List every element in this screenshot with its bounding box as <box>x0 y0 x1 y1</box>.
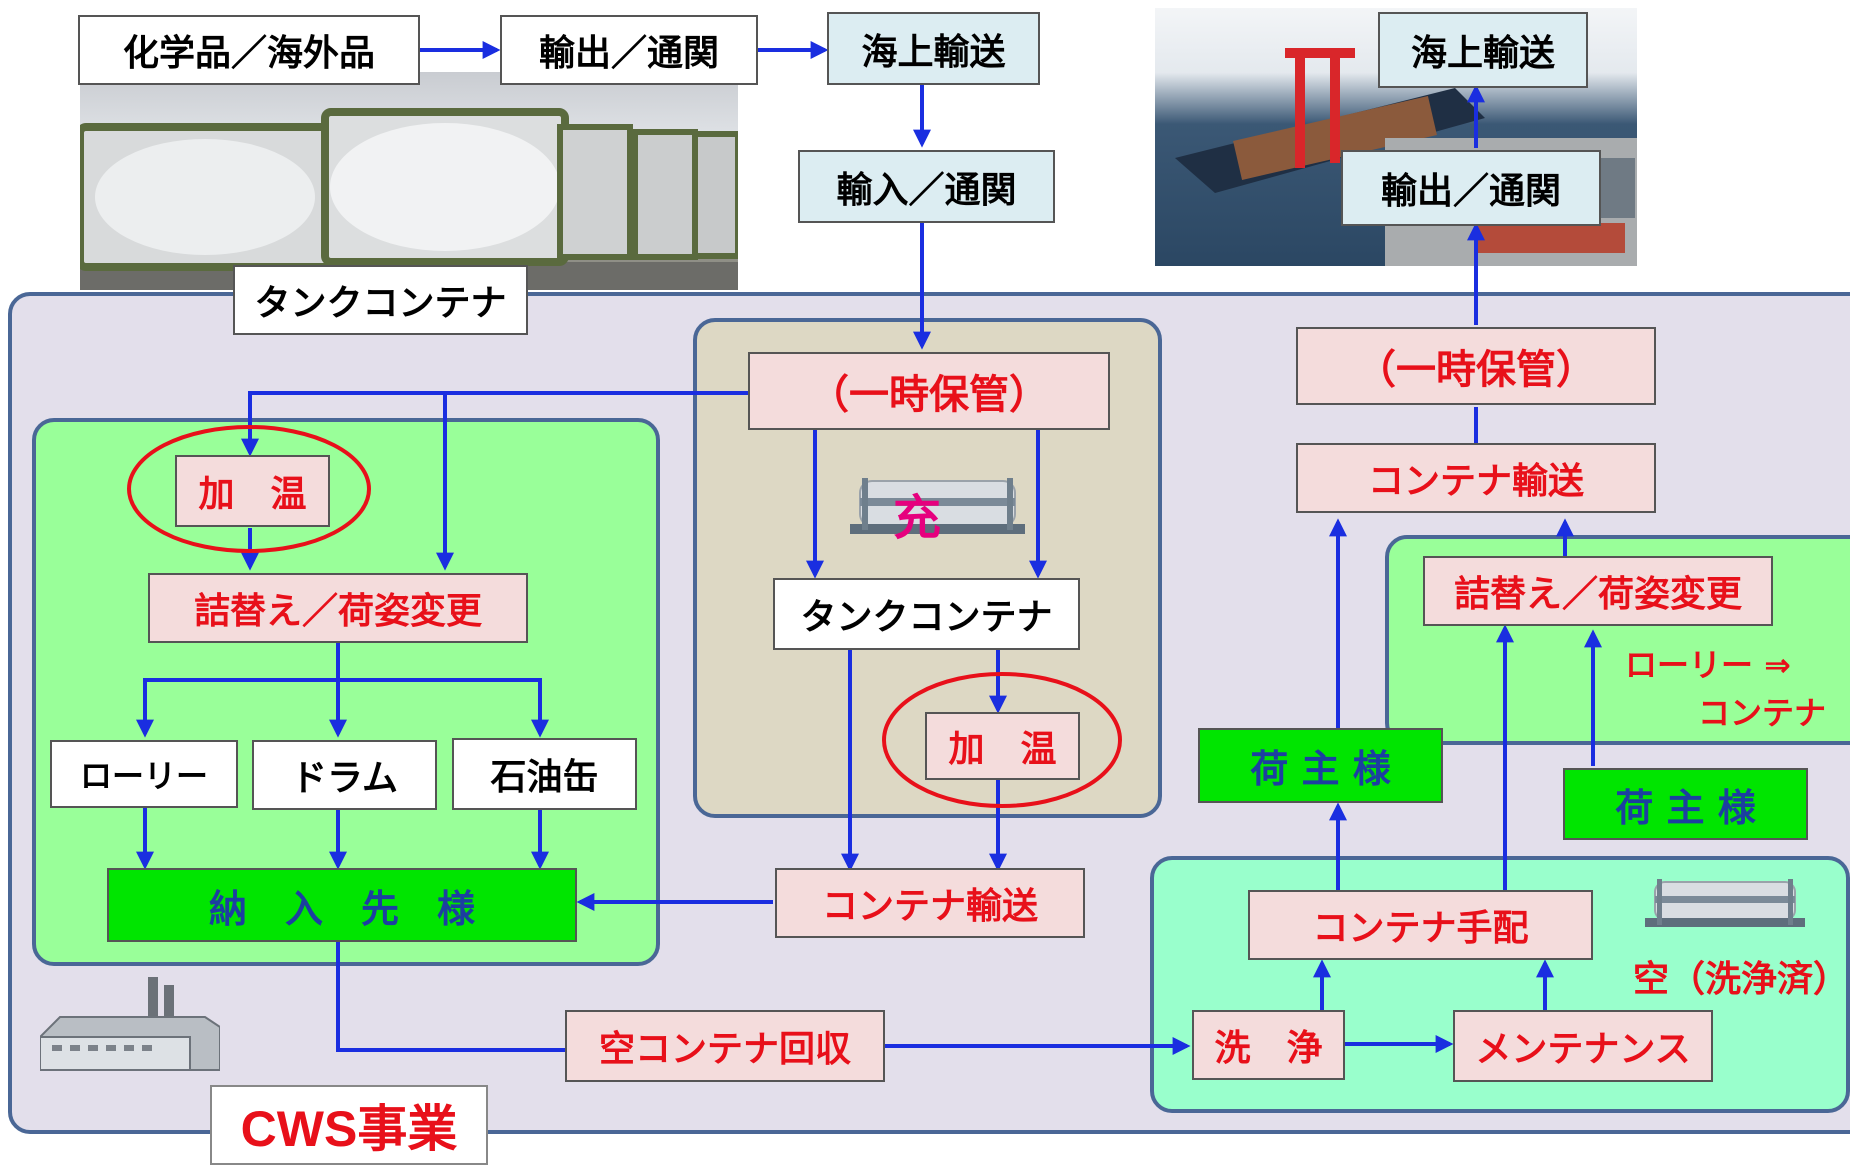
delivery-destination-box: 納 入 先 様 <box>107 868 577 942</box>
lorry-label: ローリー <box>79 757 208 795</box>
lorry-to-container-line1: ローリー ⇒ <box>1625 646 1791 684</box>
repack-shipper-label: 詰替え／荷姿変更 <box>1453 574 1742 615</box>
lorry-to-container-line2: コンテナ <box>1698 694 1827 732</box>
repack-customer-box: 詰替え／荷姿変更 <box>148 573 528 643</box>
container-transport-import-label: コンテナ輸送 <box>821 886 1038 927</box>
wash-box: 洗 浄 <box>1192 1010 1345 1080</box>
empty-cleaned-label: 空（洗浄済） <box>1633 959 1850 1000</box>
tank-container-icon <box>850 478 1025 534</box>
heating-storage-label: 加 温 <box>948 729 1057 770</box>
shipper-left-box: 荷 主 様 <box>1198 728 1443 803</box>
cws-business-label: CWS事業 <box>240 1101 458 1157</box>
container-transport-export-label: コンテナ輸送 <box>1367 461 1584 502</box>
sea-transport-export-box: 海上輸送 <box>1378 12 1588 88</box>
heating-highlight-left <box>127 425 371 553</box>
chemicals-overseas-label: 化学品／海外品 <box>122 33 375 74</box>
temp-storage-export-box: （一時保管） <box>1296 327 1656 405</box>
sea-transport-export-label: 海上輸送 <box>1410 33 1555 74</box>
heating-customer-box: 加 温 <box>175 455 330 527</box>
oil-can-box: 石油缶 <box>452 738 637 810</box>
shipper-right-box: 荷 主 様 <box>1563 768 1808 840</box>
heating-highlight-right <box>882 672 1122 808</box>
temp-storage-import-label: （一時保管） <box>809 372 1049 418</box>
temp-storage-import-box: （一時保管） <box>748 352 1110 430</box>
tank-container-caption-label: タンクコンテナ <box>254 283 507 324</box>
empty-container-collection-label: 空コンテナ回収 <box>598 1029 851 1070</box>
maintenance-label: メンテナンス <box>1475 1029 1691 1070</box>
export-customs-top-label: 輸出／通関 <box>538 33 719 74</box>
empty-tank-container-icon <box>1645 879 1805 927</box>
drum-label: ドラム <box>291 758 398 799</box>
factory-icon <box>40 977 220 1071</box>
heating-storage-box: 加 温 <box>925 712 1080 780</box>
wash-label: 洗 浄 <box>1214 1028 1323 1069</box>
export-customs-box: 輸出／通関 <box>1341 150 1601 226</box>
oil-can-label: 石油缶 <box>490 757 599 798</box>
container-arrange-box: コンテナ手配 <box>1248 890 1593 960</box>
container-arrange-label: コンテナ手配 <box>1312 908 1529 949</box>
chemicals-overseas-box: 化学品／海外品 <box>78 15 420 85</box>
maintenance-box: メンテナンス <box>1453 1010 1713 1082</box>
export-customs-top-box: 輸出／通関 <box>500 15 758 85</box>
tank-container-box: タンクコンテナ <box>773 578 1080 650</box>
shipper-left-label: 荷 主 様 <box>1250 747 1391 791</box>
empty-container-collection-box: 空コンテナ回収 <box>565 1010 885 1082</box>
sea-transport-import-box: 海上輸送 <box>827 12 1040 85</box>
repack-customer-label: 詰替え／荷姿変更 <box>193 591 482 632</box>
full-mark: 充 <box>893 490 942 546</box>
import-customs-label: 輸入／通関 <box>836 169 1017 211</box>
container-transport-import-box: コンテナ輸送 <box>775 868 1085 938</box>
sea-transport-import-label: 海上輸送 <box>861 31 1006 73</box>
tank-container-label: タンクコンテナ <box>800 597 1053 638</box>
lorry-box: ローリー <box>50 740 238 808</box>
import-customs-box: 輸入／通関 <box>798 150 1055 223</box>
shipper-right-label: 荷 主 様 <box>1615 785 1756 830</box>
cws-business-label-box: CWS事業 <box>210 1085 488 1165</box>
drum-box: ドラム <box>252 740 437 810</box>
tank-container-photo <box>80 72 738 290</box>
container-transport-export-box: コンテナ輸送 <box>1296 443 1656 513</box>
export-customs-label: 輸出／通関 <box>1380 171 1561 212</box>
tank-container-caption-box: タンクコンテナ <box>233 265 528 335</box>
heating-customer-label: 加 温 <box>198 474 307 515</box>
delivery-destination-label: 納 入 先 様 <box>208 886 475 931</box>
repack-shipper-box: 詰替え／荷姿変更 <box>1423 556 1773 626</box>
temp-storage-export-label: （一時保管） <box>1356 347 1596 393</box>
